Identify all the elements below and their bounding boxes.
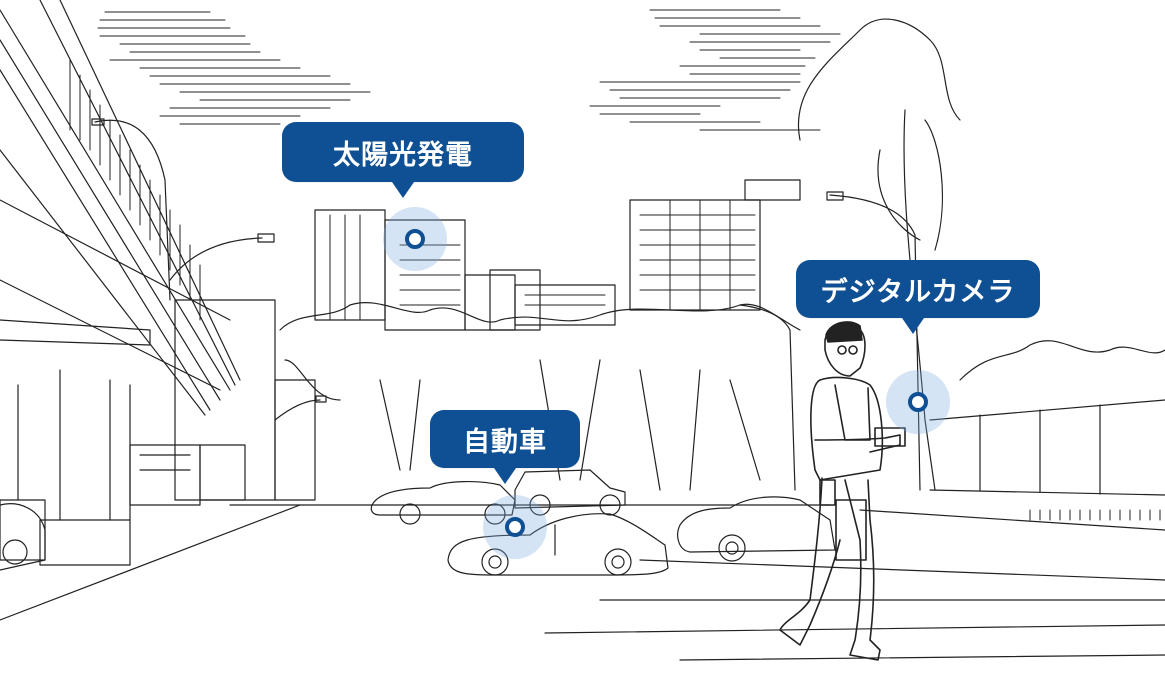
right-wall — [929, 399, 1165, 521]
street-lamp-right — [739, 191, 921, 491]
car-parked-left — [0, 503, 46, 571]
car-hotspot[interactable] — [483, 495, 547, 559]
tree-canopies — [279, 18, 1165, 401]
sky-hatching-left — [97, 11, 371, 125]
car-label[interactable]: 自動車 — [430, 410, 580, 484]
left-buildings — [0, 299, 316, 566]
road-lines — [0, 504, 1165, 661]
central-buildings — [314, 209, 616, 331]
digital-camera-marker — [908, 392, 928, 412]
car-right — [677, 496, 836, 562]
solar-power-label[interactable]: 太陽光発電 — [282, 122, 524, 198]
digital-camera-label-text: デジタルカメラ — [820, 276, 1016, 308]
car-marker — [505, 517, 525, 537]
car-front — [447, 513, 669, 576]
solar-power-label-pointer — [392, 182, 414, 198]
digital-camera-hotspot[interactable] — [886, 370, 950, 434]
street-lamps-left — [91, 118, 327, 421]
right-tower — [629, 179, 801, 311]
car-label-pointer — [494, 468, 516, 484]
digital-camera-label[interactable]: デジタルカメラ — [796, 260, 1040, 334]
solar-power-hotspot[interactable] — [383, 207, 447, 271]
sky-hatching-right — [589, 9, 841, 131]
suv — [514, 469, 626, 516]
digital-camera-label-pointer — [902, 318, 924, 334]
photographer-figure — [779, 321, 906, 661]
solar-power-label-text: 太陽光発電 — [333, 139, 473, 171]
solar-power-marker — [405, 229, 425, 249]
car-left — [370, 480, 516, 525]
car-label-text: 自動車 — [463, 426, 547, 458]
elevated-highway — [0, 0, 241, 521]
